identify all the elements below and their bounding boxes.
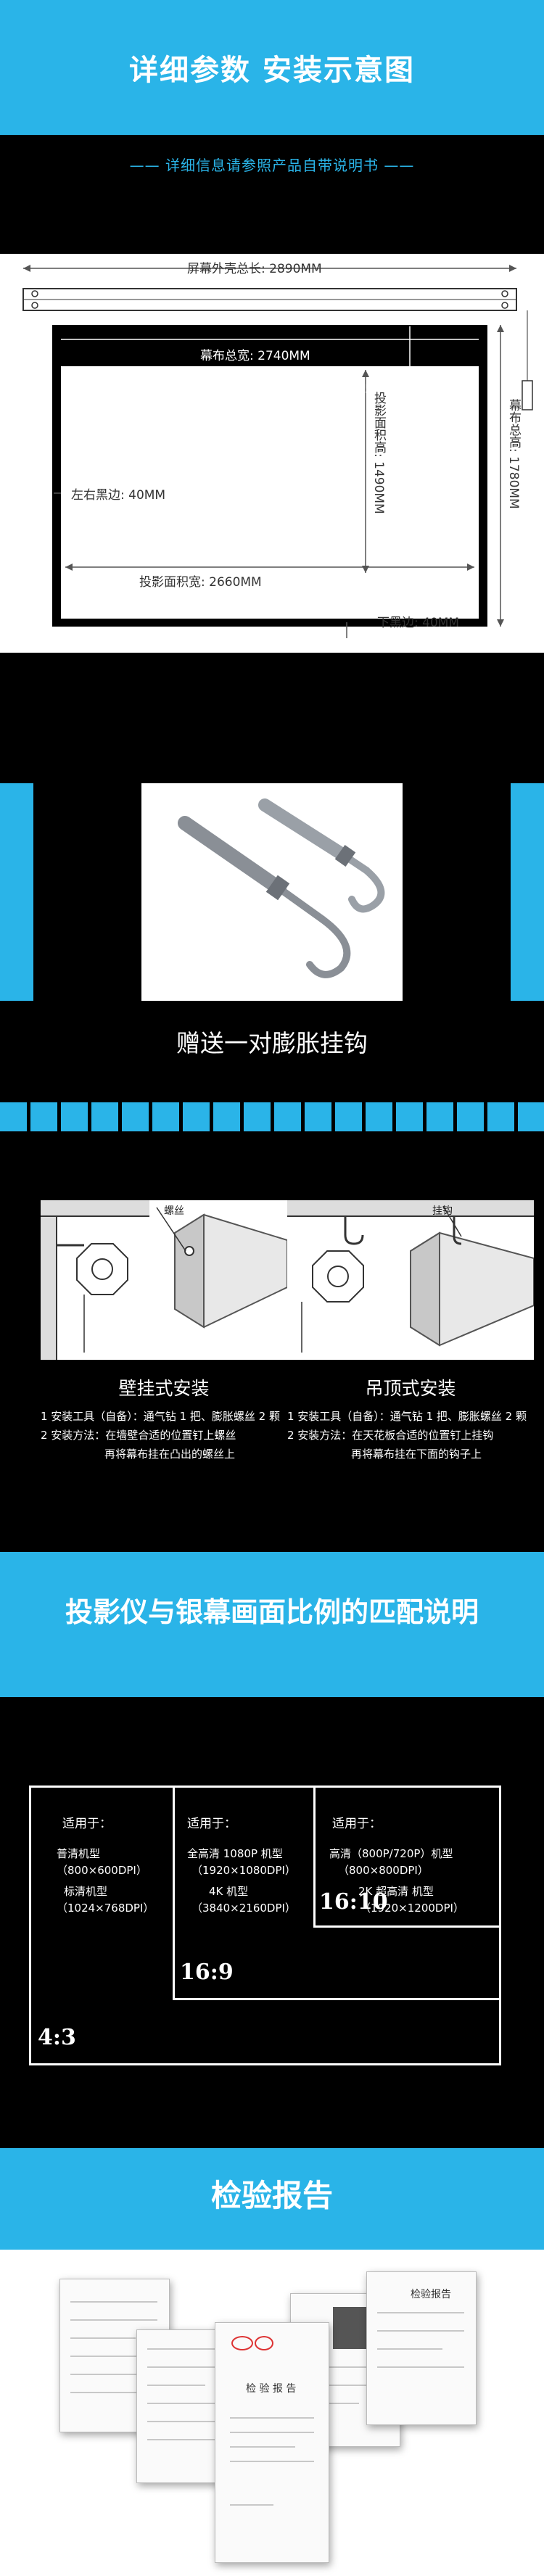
ceiling-install-title: 吊顶式安装 xyxy=(365,1378,456,1399)
ratio-4-3-line-3: 标清机型 xyxy=(64,1885,108,1898)
hook-2-nut xyxy=(334,845,356,867)
mount-slot xyxy=(184,1246,194,1256)
wall-shape xyxy=(41,1200,57,1360)
arrow-head-right xyxy=(509,265,516,272)
ceiling-step-1: 1 安装工具（自备）：通气钻 1 把、膨胀螺丝 2 颗 xyxy=(287,1410,527,1423)
params-title: 详细参数 安装示意图 xyxy=(129,54,415,87)
ratio-16-10-line-3: 2K 超高清 机型 xyxy=(358,1885,434,1898)
cert-seal-icon xyxy=(231,2336,253,2350)
top-border-label: 上黑边: 250MM xyxy=(312,382,402,397)
hook-callout: 挂钩 xyxy=(432,1205,453,1217)
ceiling-step-3: 再将幕布挂在下面的钩子上 xyxy=(351,1448,482,1461)
params-subtitle: —— 详细信息请参照产品自带说明书 —— xyxy=(129,157,415,174)
report-title: 检验报告 xyxy=(210,2178,333,2213)
report-documents-area: 检验报告 检 验 报 告 xyxy=(0,2250,544,2576)
wall-step-3: 再将幕布挂在凸出的螺丝上 xyxy=(104,1448,236,1461)
ceiling-shape xyxy=(41,1200,149,1216)
ratio-16-9-line-3: 4K 机型 xyxy=(209,1885,249,1898)
hook-shape-2 xyxy=(453,1216,462,1245)
ratio-4-3-line-2: （800×600DPI） xyxy=(57,1864,147,1877)
ratio-16-10-tag: 16:10 xyxy=(319,1889,388,1915)
left-accent-bar xyxy=(0,783,33,1001)
mount-hole-right xyxy=(501,290,508,297)
ceiling-step-2: 2 安装方法：在天花板合适的位置钉上挂钩 xyxy=(287,1429,494,1442)
outer-length-label: 屏幕外壳总长: 2890MM xyxy=(187,262,322,276)
hook-1-curve xyxy=(306,916,351,978)
hook-1 xyxy=(178,816,351,978)
mount-hole-left xyxy=(31,290,38,297)
ratio-4-3-line-4: （1024×768DPI） xyxy=(57,1902,154,1915)
wall-step-2: 2 安装方法：在墙壁合适的位置钉上螺丝 xyxy=(41,1429,236,1442)
ratio-4-3-tag: 4:3 xyxy=(38,2025,76,2050)
ratio-header-band xyxy=(0,1552,544,1697)
canvas-width-label: 幕布总宽: 2740MM xyxy=(200,349,310,363)
canvas-height-label: 幕布总高: 1780MM xyxy=(506,399,521,509)
ratio-16-10-applies: 适用于： xyxy=(332,1817,382,1831)
report-doc-center: 检 验 报 告 xyxy=(215,2322,329,2563)
report-header-band xyxy=(0,2148,544,2250)
report-doc-right-title: 检验报告 xyxy=(411,2289,451,2300)
hook-pointer xyxy=(442,1205,462,1237)
housing-end xyxy=(410,1231,440,1347)
wall-install-drawing xyxy=(41,1200,288,1360)
wall-install-title: 壁挂式安装 xyxy=(118,1378,210,1399)
arrow-head-left xyxy=(23,265,30,272)
ratio-4-3-line-1: 普清机型 xyxy=(57,1847,101,1860)
endcap-hole xyxy=(91,1258,113,1280)
arrow-head-up xyxy=(362,370,369,377)
accent-stripe-divider xyxy=(0,1102,544,1131)
ratio-16-10-line-4: （1920×1200DPI） xyxy=(360,1902,464,1915)
bottom-border-label: 下黑边: 40MM xyxy=(377,616,460,630)
projection-area xyxy=(61,366,479,619)
expansion-hooks-photo xyxy=(141,783,403,1001)
screen-drawing xyxy=(22,265,533,638)
hook-shape xyxy=(344,1216,364,1245)
screw-pointer xyxy=(156,1207,186,1252)
params-header-band xyxy=(0,0,544,135)
ratio-16-9-tag: 16:9 xyxy=(180,1960,234,1985)
wall-step-1: 1 安装工具（自备）：通气钻 1 把、膨胀螺丝 2 颗 xyxy=(41,1410,280,1423)
hook-1-sleeve xyxy=(178,816,287,896)
ratio-16-9-applies: 适用于： xyxy=(187,1817,236,1831)
right-accent-bar xyxy=(511,783,544,1001)
ratio-4-3-applies: 适用于： xyxy=(62,1817,112,1831)
hook-illustration xyxy=(178,798,385,978)
arrow-head-pw-left xyxy=(65,564,73,571)
ratio-title: 投影仪与银幕画面比例的匹配说明 xyxy=(65,1596,479,1628)
screw-callout: 螺丝 xyxy=(164,1205,184,1217)
hook-1-nut xyxy=(265,875,290,901)
projection-width-label: 投影面积宽: 2660MM xyxy=(139,575,262,590)
ceiling-install-drawing xyxy=(287,1200,535,1360)
hook-2-sleeve xyxy=(258,798,351,862)
endcap-shape xyxy=(312,1250,364,1303)
endcap-hole xyxy=(327,1266,349,1287)
arrow-head-pw-right xyxy=(467,564,474,571)
mount-hole-right-2 xyxy=(501,302,508,309)
arrow-head-h-up xyxy=(497,325,504,332)
mount-hole-left-2 xyxy=(31,302,38,309)
ratio-box-16-10 xyxy=(313,1786,501,1928)
housing-end xyxy=(174,1213,205,1329)
hooks-caption: 赠送一对膨胀挂钩 xyxy=(176,1029,368,1057)
hook-1-shank xyxy=(276,885,326,923)
side-border-label: 左右黑边: 40MM xyxy=(71,488,166,503)
report-doc-center-title: 检 验 报 告 xyxy=(246,2383,297,2395)
ratio-16-9-line-4: （3840×2160DPI） xyxy=(191,1902,296,1915)
ceiling-shape xyxy=(287,1200,534,1216)
ratio-16-10-line-1: 高清（800P/720P）机型 xyxy=(329,1847,453,1860)
report-doc-4: 检验报告 xyxy=(366,2271,477,2425)
dimension-diagram: 屏幕外壳总长: 2890MM 幕布总宽: 2740MM 上黑边: 250MM 投… xyxy=(0,254,544,653)
ratio-16-9-line-2: （1920×1080DPI） xyxy=(191,1864,296,1877)
arrow-head-h-down xyxy=(497,619,504,627)
wall-install-illustration: 螺丝 xyxy=(41,1200,288,1360)
ceiling-install-illustration: 挂钩 xyxy=(287,1200,535,1360)
switch-box xyxy=(522,380,533,410)
projection-height-label: 投影面积高: 1490MM xyxy=(371,392,386,514)
ratio-16-9-line-1: 全高清 1080P 机型 xyxy=(187,1847,283,1860)
hook-2-curve xyxy=(348,867,385,913)
endcap-shape xyxy=(76,1243,128,1295)
ratio-16-10-line-2: （800×800DPI） xyxy=(338,1864,429,1877)
cert-seal-icon-2 xyxy=(255,2336,273,2350)
